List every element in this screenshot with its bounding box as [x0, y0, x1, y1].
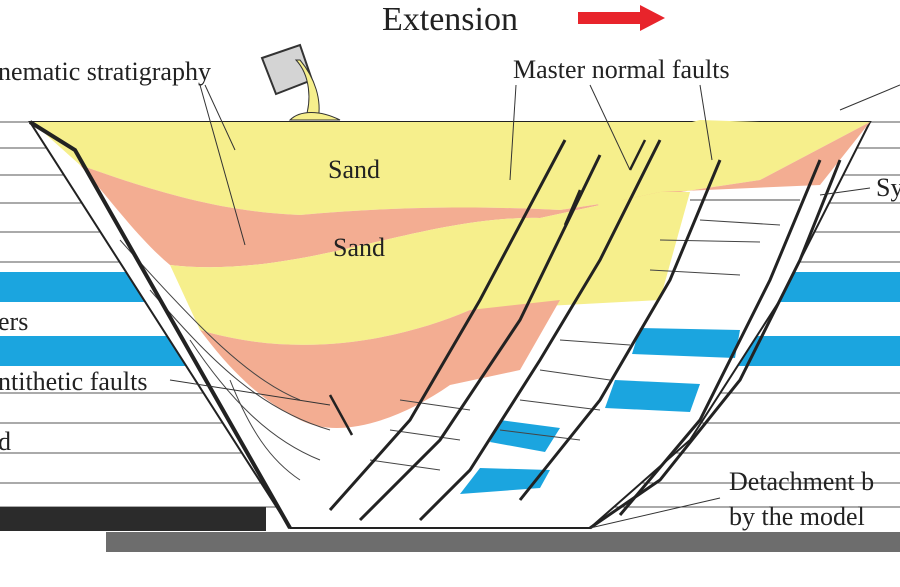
- antithetic-faults-label: ntithetic faults: [0, 367, 147, 396]
- pink-sand-band-1: [80, 122, 870, 268]
- base-plate-left: [0, 507, 266, 531]
- leader-lines: [169, 84, 900, 529]
- layers-label: ers: [0, 307, 28, 336]
- arrow-right-icon: [578, 5, 665, 31]
- syn-right-label: Sy: [876, 173, 900, 202]
- blue-block-2: [460, 468, 550, 494]
- master-faults-label: Master normal faults: [513, 55, 730, 84]
- yellow-sand-right: [580, 120, 760, 210]
- fault-2: [358, 154, 602, 522]
- yellow-sand-mid: [170, 192, 690, 345]
- base-plate-right: [106, 532, 900, 552]
- internal-layer-lines: [119, 199, 800, 481]
- sand-upper-label: Sand: [328, 155, 380, 184]
- fault-4: [518, 159, 722, 501]
- fault-1: [328, 139, 567, 511]
- sand-left-label: d: [0, 427, 11, 456]
- syn-kinematic-label: nematic stratigraphy: [0, 57, 211, 86]
- fault-6: [589, 159, 842, 530]
- blue-block-3: [632, 328, 740, 358]
- pouring-bucket-icon: [260, 43, 341, 121]
- blue-block-1: [490, 420, 560, 452]
- fault-3: [418, 139, 662, 522]
- detachment-label-line2: by the model: [729, 502, 865, 531]
- faulted-blue-blocks: [460, 328, 740, 494]
- graben-flank: [28, 120, 292, 529]
- detachment-label-line1: Detachment b: [729, 467, 874, 496]
- blue-block-4: [605, 380, 700, 412]
- sand-lower-label: Sand: [333, 233, 385, 262]
- fault-5: [618, 159, 822, 516]
- master-normal-faults: [328, 139, 842, 530]
- antithetic-fault-ticks: [328, 139, 647, 436]
- extension-title: Extension: [382, 1, 518, 38]
